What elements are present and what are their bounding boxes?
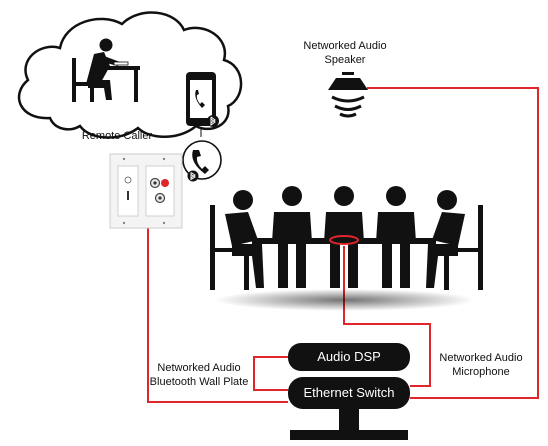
- table-top: [252, 238, 436, 244]
- conference-table-icon: [210, 205, 483, 290]
- person-icon: [225, 190, 264, 288]
- wallplate-label-line1: Networked Audio: [157, 362, 241, 374]
- microphone-icon: [329, 235, 359, 245]
- cloud-icon: [17, 11, 243, 139]
- audio-dsp-label: Audio DSP: [317, 349, 381, 364]
- audio-dsp-box: [288, 343, 410, 371]
- bluetooth-icon: [207, 115, 219, 127]
- microphone-label-line2: Microphone: [452, 366, 510, 378]
- person-at-desk-icon: [72, 38, 140, 102]
- speaker-label-line1: Networked Audio: [303, 40, 387, 52]
- person-icon: [376, 186, 416, 288]
- wallplate-link: [147, 228, 288, 403]
- ethernet-switch-label: Ethernet Switch: [303, 385, 395, 400]
- remote-caller-label: Remote Caller: [81, 130, 153, 142]
- person-icon: [426, 190, 465, 288]
- bluetooth-icon: [187, 170, 199, 182]
- speaker-link: [367, 87, 539, 399]
- dsp-switch-link: [253, 356, 288, 391]
- speaker-label-line2: Speaker: [324, 54, 366, 66]
- person-icon: [272, 186, 312, 288]
- person-icon: [324, 186, 364, 288]
- table-shadow: [215, 289, 475, 311]
- speaker-icon: [328, 72, 368, 118]
- ethernet-switch-box: [288, 377, 410, 409]
- handset-icon: [182, 140, 222, 180]
- wallplate-label-line2: Bluetooth Wall Plate: [149, 376, 249, 388]
- microphone-label-line1: Networked Audio: [439, 352, 523, 364]
- wall-plate-icon: [109, 153, 183, 229]
- server-stand-icon: [290, 409, 408, 440]
- smartphone-icon: [186, 72, 216, 126]
